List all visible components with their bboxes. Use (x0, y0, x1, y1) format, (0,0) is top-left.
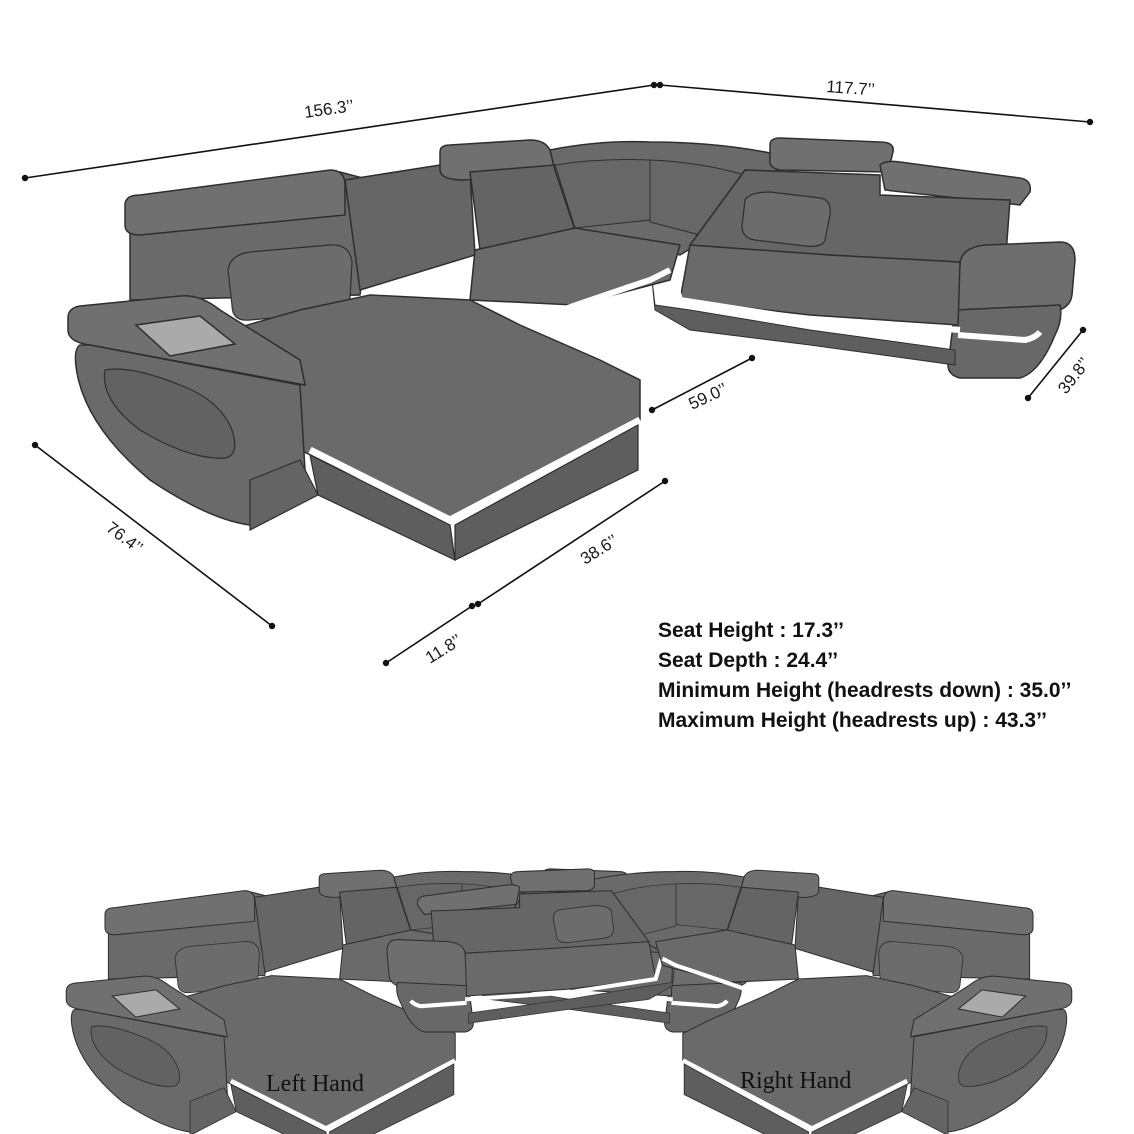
sofa-main-drawing (68, 138, 1075, 560)
spec-max-height: Maximum Height (headrests up) : 43.3’’ (658, 709, 1047, 732)
spec-min-height: Minimum Height (headrests down) : 35.0’’ (658, 679, 1072, 702)
caption-right-hand: Right Hand (740, 1068, 852, 1094)
dim-total-width: 156.3’’ (303, 96, 355, 122)
dim-right-width: 117.7’’ (826, 77, 876, 99)
dim-line-right-width (656, 81, 1094, 126)
dim-chaise-width: 38.6’’ (577, 531, 621, 568)
dimension-lines (21, 81, 1094, 667)
dim-inner-depth: 59.0’’ (686, 379, 731, 413)
caption-left-hand: Left Hand (266, 1071, 364, 1097)
dim-arm-depth: 39.8’’ (1054, 354, 1094, 397)
dim-chaise-length: 76.4’’ (103, 518, 147, 557)
spec-seat-depth: Seat Depth : 24.4’’ (658, 649, 839, 672)
dim-line-arm-depth (1024, 326, 1087, 402)
dim-line-inner-depth (648, 354, 756, 414)
dim-footrest: 11.8’’ (422, 631, 465, 668)
dim-line-total-width (21, 81, 658, 182)
dim-line-chaise-length (31, 441, 276, 630)
dim-line-footrest (382, 602, 476, 667)
dim-line-chaise-width (474, 477, 669, 608)
spec-seat-height: Seat Height : 17.3’’ (658, 619, 844, 642)
